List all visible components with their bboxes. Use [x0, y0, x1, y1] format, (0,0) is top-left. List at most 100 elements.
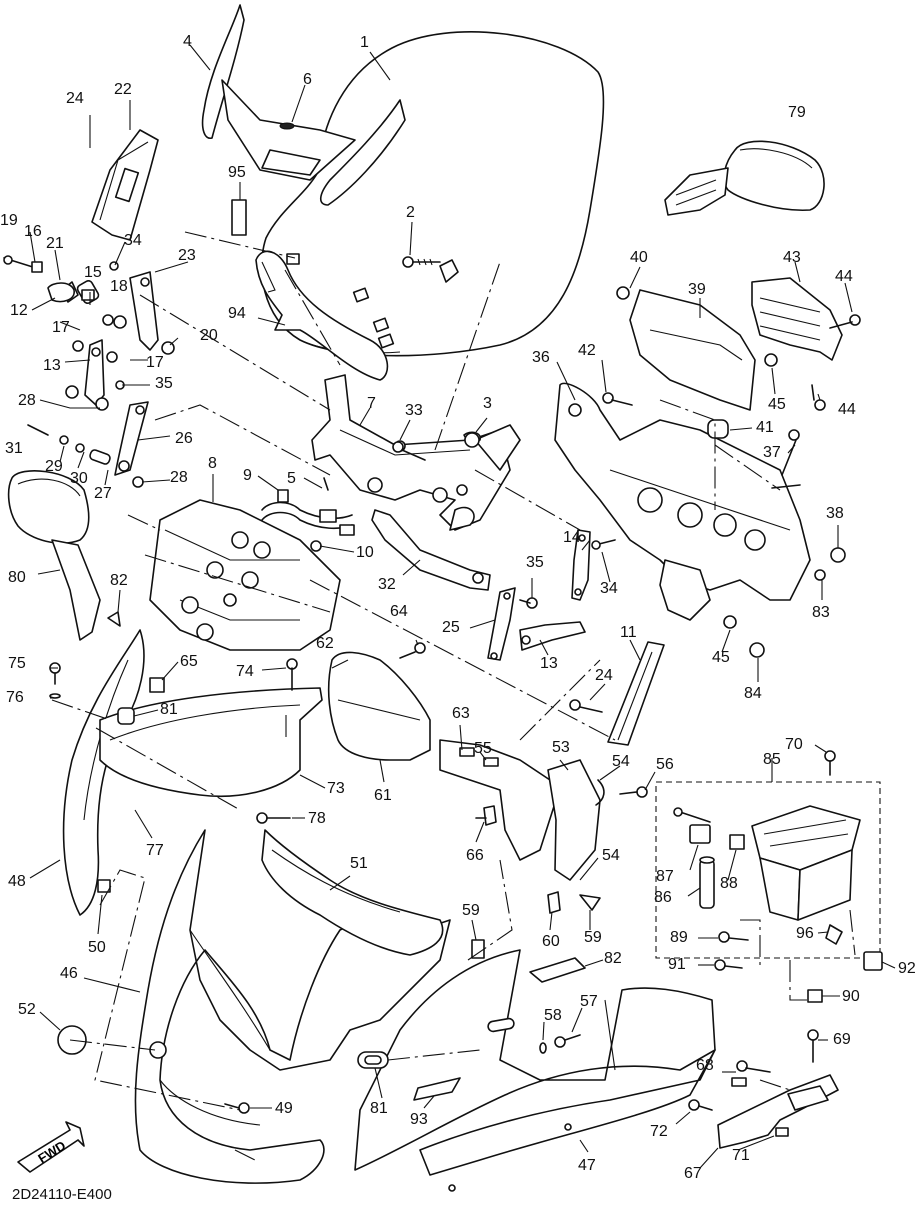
fastener-66-part: [475, 805, 497, 826]
socket-52-part: [149, 1041, 167, 1059]
callout-54a: 54: [612, 753, 630, 770]
callout-55: 55: [474, 740, 492, 757]
callout-80: 80: [8, 569, 26, 586]
left-mirror-part: [7, 470, 101, 641]
callout-21: 21: [46, 235, 64, 252]
side-cover-22-part: [91, 129, 159, 241]
clip-96-part: [825, 924, 843, 945]
windscreen-part: [260, 31, 605, 357]
callout-38: 38: [826, 505, 844, 522]
callout-82b: 82: [604, 950, 622, 967]
right-bracket-assembly: [487, 529, 616, 661]
bolt-24b-part: [569, 699, 603, 713]
callout-22: 22: [114, 81, 132, 98]
callout-16: 16: [24, 223, 42, 240]
right-mirror-part: [664, 140, 825, 216]
nut-3-part: [464, 432, 480, 448]
callout-14: 14: [563, 529, 581, 546]
callout-68: 68: [696, 1057, 714, 1074]
callout-82a: 82: [110, 572, 128, 589]
collar-45b-part: [723, 615, 737, 629]
callout-81b: 81: [370, 1100, 388, 1117]
callout-60: 60: [542, 933, 560, 950]
callout-83: 83: [812, 604, 830, 621]
callout-18: 18: [110, 278, 128, 295]
callout-19: 19: [0, 212, 18, 229]
fastener-60-part: [547, 891, 561, 914]
under-cowl-47-part: [354, 949, 716, 1192]
callout-66: 66: [466, 847, 484, 864]
panel-53-part: [547, 759, 601, 881]
relay-86-part: [699, 856, 715, 909]
bolt-49-part: [224, 1102, 250, 1114]
callout-48: 48: [8, 873, 26, 890]
callout-50: 50: [88, 939, 106, 956]
leader-lines: [29, 44, 896, 1169]
bolt-33-part: [392, 441, 426, 461]
callout-15: 15: [84, 264, 102, 281]
callout-54b: 54: [602, 847, 620, 864]
bolt-56-part: [619, 786, 648, 798]
callout-65: 65: [180, 653, 198, 670]
callout-17a: 17: [52, 319, 70, 336]
callout-10: 10: [356, 544, 374, 561]
strip-11-part: [607, 641, 665, 746]
bracket-67-part: [717, 1074, 839, 1149]
callout-72: 72: [650, 1123, 668, 1140]
forward-direction-arrow-icon: FWD: [17, 1121, 85, 1173]
callout-46: 46: [60, 965, 78, 982]
front-frame-part: [554, 382, 811, 621]
callout-28a: 28: [18, 392, 36, 409]
callout-45b: 45: [712, 649, 730, 666]
drawing-code: 2D24110-E400: [12, 1186, 112, 1203]
callout-56: 56: [656, 756, 674, 773]
callout-63: 63: [452, 705, 470, 722]
callout-35b: 35: [526, 554, 544, 571]
callout-11: 11: [620, 624, 637, 641]
callout-2: 2: [406, 204, 415, 221]
clip-59b-part: [579, 894, 601, 911]
callout-12: 12: [10, 302, 28, 319]
bolt-44-part: [811, 314, 861, 411]
subassembly-85-box: [655, 781, 881, 959]
callout-17b: 17: [146, 354, 164, 371]
screw-2-part: [402, 256, 459, 283]
bolt-89-part: [718, 931, 749, 943]
bolt-69-part: [807, 1029, 819, 1063]
bolt-70-part: [824, 750, 836, 776]
side-panel-73-part: [99, 687, 323, 798]
spring-54-part: [595, 779, 605, 806]
callout-53: 53: [552, 739, 570, 756]
collar-45a-part: [764, 353, 778, 367]
callout-26: 26: [175, 430, 193, 447]
callout-92: 92: [898, 960, 916, 977]
callout-40: 40: [630, 249, 648, 266]
callout-1: 1: [360, 34, 369, 51]
callout-52: 52: [18, 1001, 36, 1018]
cover-39-part: [629, 289, 756, 411]
reference-lines: [51, 231, 856, 1161]
callout-6: 6: [303, 71, 312, 88]
cowl-51-part: [261, 829, 444, 956]
unit-85-part: [751, 805, 861, 921]
clip-92-part: [863, 951, 883, 971]
rod-37-part: [771, 429, 801, 489]
stay-32-part: [371, 509, 491, 591]
callout-45a: 45: [768, 396, 786, 413]
callout-7: 7: [367, 395, 376, 412]
callout-37: 37: [763, 444, 781, 461]
callout-62: 62: [316, 635, 334, 652]
windscreen-bracket-part: [201, 4, 406, 206]
callout-30: 30: [70, 470, 88, 487]
callout-85: 85: [763, 751, 781, 768]
callout-90: 90: [842, 988, 860, 1005]
callout-57: 57: [580, 993, 598, 1010]
callout-74: 74: [236, 663, 254, 680]
inner-panel-61-part: [327, 651, 431, 761]
callout-33: 33: [405, 402, 423, 419]
callout-93: 93: [410, 1111, 428, 1128]
callout-87: 87: [656, 868, 674, 885]
callout-61: 61: [374, 787, 392, 804]
clip-50-part: [97, 879, 111, 893]
